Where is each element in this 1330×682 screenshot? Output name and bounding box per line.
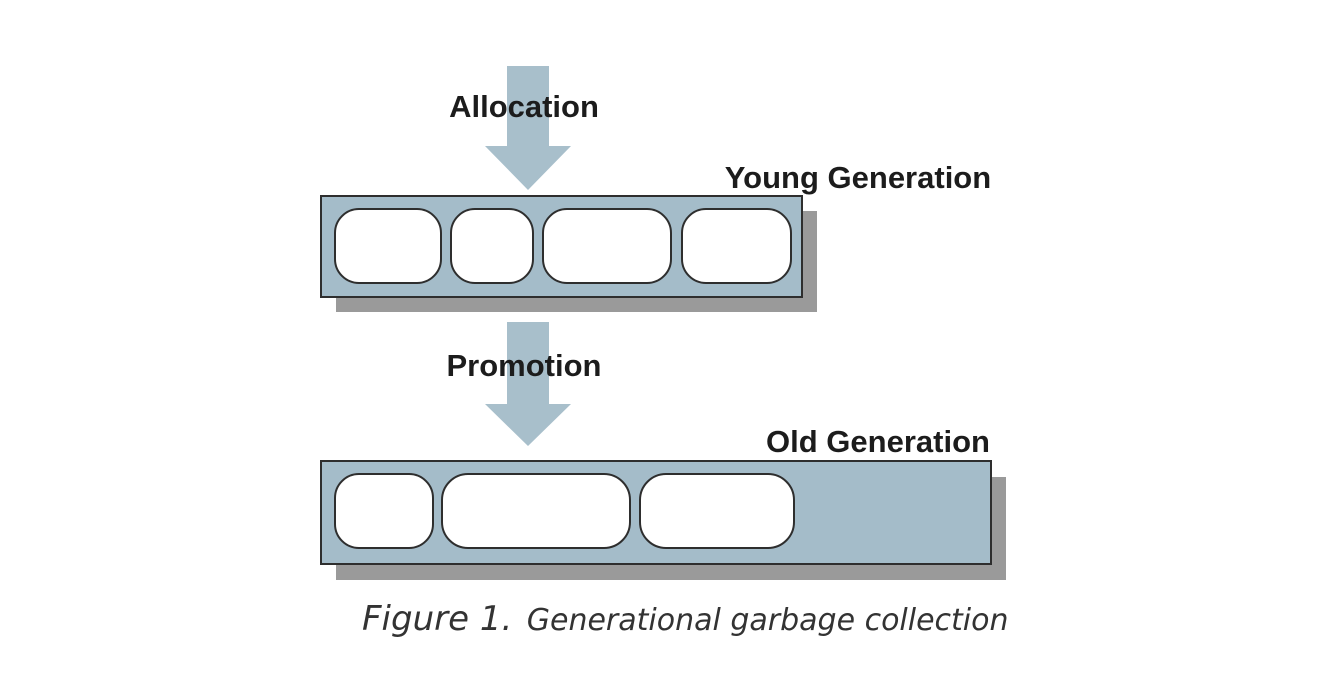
promotion-label: Promotion — [447, 348, 602, 383]
old-generation-label: Old Generation — [766, 424, 990, 459]
old-object-slot — [441, 473, 631, 549]
young-generation-label: Young Generation — [725, 160, 991, 195]
young-object-slot — [542, 208, 672, 284]
young-object-slot — [334, 208, 442, 284]
caption-text: Generational garbage collection — [527, 603, 1009, 638]
young-object-slot — [450, 208, 534, 284]
young-generation-bar — [320, 195, 817, 312]
old-generation-bar — [320, 460, 1006, 580]
young-object-slot — [681, 208, 792, 284]
promotion-arrow — [485, 322, 571, 446]
allocation-label: Allocation — [449, 89, 599, 124]
old-object-slot — [639, 473, 795, 549]
caption-number: Figure 1. — [362, 599, 512, 639]
old-object-slot — [334, 473, 434, 549]
figure-caption: Figure 1. Generational garbage collectio… — [362, 599, 1009, 639]
allocation-arrow — [485, 66, 571, 190]
